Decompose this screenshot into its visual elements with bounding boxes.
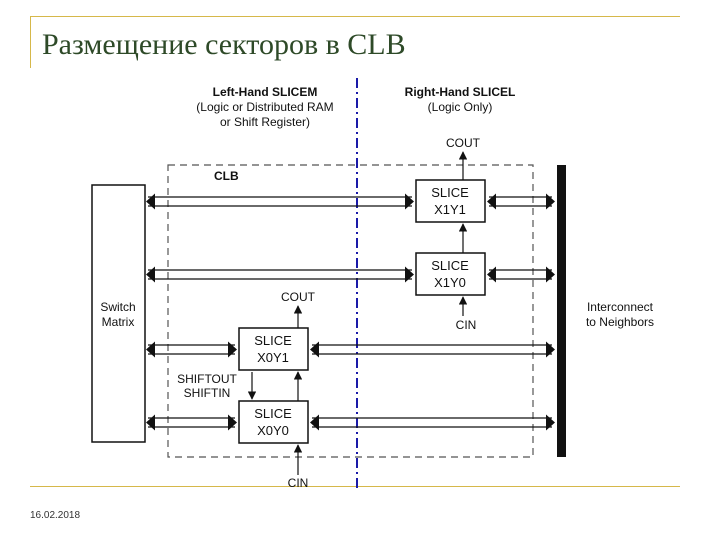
slice-x1y0-box — [415, 252, 486, 296]
arrowhead-x1y1-out — [487, 193, 496, 210]
slide-date: 16.02.2018 — [30, 510, 81, 521]
arrowhead-ic-x1y1 — [546, 193, 555, 210]
interconnect-line2: to Neighbors — [586, 315, 654, 329]
arrowhead-sm-x0y0 — [146, 414, 155, 431]
arrowhead-ic-x0y1 — [546, 341, 555, 358]
arrowhead-x1y0-in — [405, 266, 414, 283]
arrowhead-x0y0-out — [310, 414, 319, 431]
arrowhead-sm-x1y1 — [146, 193, 155, 210]
slice-x1y1-box — [415, 179, 486, 223]
slice-x0y1-box — [238, 327, 309, 371]
slice-x0y0-label: SLICE — [254, 406, 292, 421]
arrowhead-x1y1-in — [405, 193, 414, 210]
top-frame-line — [30, 16, 680, 17]
left-header-title: Left-Hand SLICEM — [213, 85, 318, 99]
slice-x0y1-label: SLICE — [254, 333, 292, 348]
interconnect-line1: Interconnect — [587, 300, 654, 314]
shiftin-label: SHIFTIN — [184, 386, 231, 400]
slice-x1y1-coord: X1Y1 — [434, 202, 466, 217]
right-header-title: Right-Hand SLICEL — [405, 85, 516, 99]
slice-x0y0-coord: X0Y0 — [257, 423, 289, 438]
arrowhead-sm-x1y0 — [146, 266, 155, 283]
slice-x1y0-coord: X1Y0 — [434, 275, 466, 290]
clb-boundary — [167, 164, 534, 458]
arrowhead-ic-x1y0 — [546, 266, 555, 283]
cout-left-label: COUT — [281, 290, 316, 304]
arrowhead-x0y1-out — [310, 341, 319, 358]
arrowhead-ic-x0y0 — [546, 414, 555, 431]
slice-x0y0-box — [238, 400, 309, 444]
switch-matrix-line1: Switch — [100, 300, 135, 314]
shiftout-label: SHIFTOUT — [177, 372, 237, 386]
left-header-line2: or Shift Register) — [220, 115, 310, 129]
cin-right-label: CIN — [456, 318, 477, 332]
slice-x0y1-coord: X0Y1 — [257, 350, 289, 365]
bottom-frame-line — [30, 486, 680, 487]
slice-x1y1-label: SLICE — [431, 185, 469, 200]
left-header-line1: (Logic or Distributed RAM — [196, 100, 333, 114]
arrowhead-x0y1-in — [228, 341, 237, 358]
slide-title: Размещение секторов в CLB — [42, 28, 406, 61]
arrowhead-x1y0-out — [487, 266, 496, 283]
switch-matrix-box — [91, 184, 146, 443]
left-frame-line — [30, 16, 31, 68]
interconnect-bar — [557, 165, 566, 457]
arrowhead-sm-x0y1 — [146, 341, 155, 358]
switch-matrix-line2: Matrix — [102, 315, 135, 329]
arrowhead-x0y0-in — [228, 414, 237, 431]
clb-label: CLB — [214, 169, 239, 183]
right-header-line1: (Logic Only) — [428, 100, 493, 114]
slice-x1y0-label: SLICE — [431, 258, 469, 273]
cout-right-label: COUT — [446, 136, 481, 150]
cin-left-label: CIN — [288, 476, 309, 490]
